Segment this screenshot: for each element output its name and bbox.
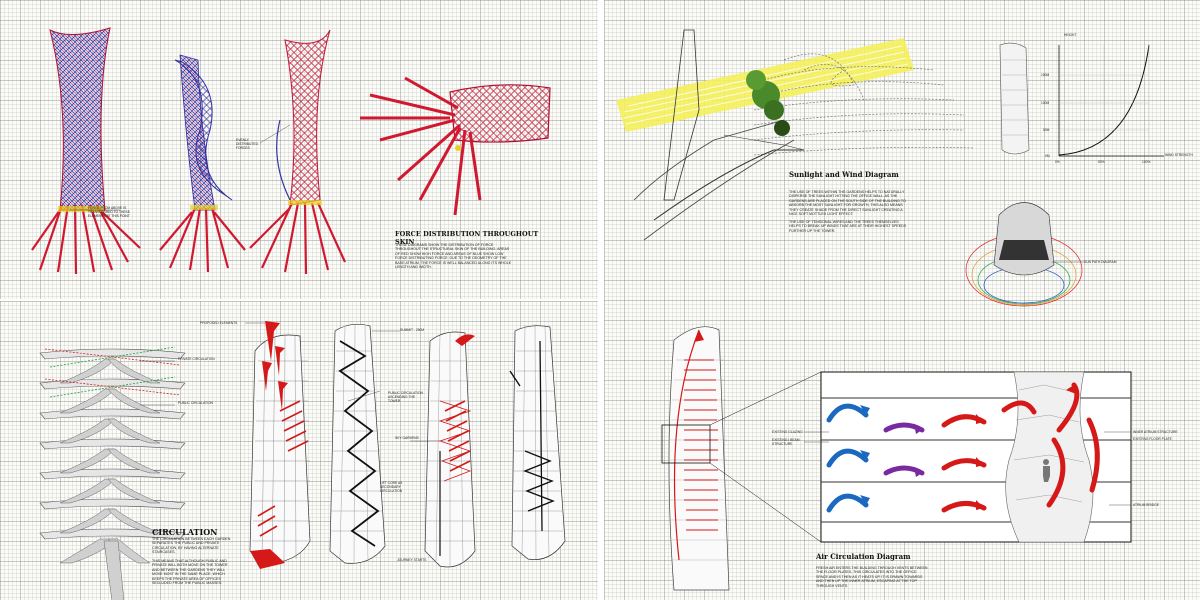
force-transfer-label: FORCE FROM ABOVE IS TRANSFERRED TO THESE… xyxy=(88,206,130,218)
circulation-description-1: THE CIRCULATION BETWEEN EACH GARDEN SEPA… xyxy=(152,537,231,555)
sky-gardens-label: SKY GARDENS xyxy=(395,436,419,440)
existing-beam-label: EXISTING I BEAM STRUCTURE xyxy=(772,438,800,446)
force-tower-1 xyxy=(31,27,141,275)
force-tower-2 xyxy=(159,54,246,273)
circulation-tower-c xyxy=(424,331,476,568)
x-tick-50: 50% xyxy=(1098,160,1105,164)
summit-label: SUMMIT - 250M xyxy=(400,328,425,332)
existing-glazing-label: EXISTING GLAZING xyxy=(772,430,803,434)
air-title: Air Circulation Diagram xyxy=(816,552,911,561)
airflow-tower xyxy=(661,326,822,591)
chart-x-axis-label: WIND STRENGTH xyxy=(1165,153,1193,157)
circulation-tower-d xyxy=(509,323,566,560)
force-top-view xyxy=(360,76,551,216)
environment-drawings xyxy=(616,29,1164,591)
inner-atrium-label: INNER ATRIUM STRUCTURE xyxy=(1133,430,1178,434)
lift-core-label: LIFT CORE AS SECONDARY CIRCULATION xyxy=(380,481,403,493)
air-circulation-section xyxy=(804,371,1132,543)
sunlight-title: Sunlight and Wind Diagram xyxy=(789,170,899,179)
tower-section xyxy=(633,29,805,241)
chart-y-axis-label: HEIGHT xyxy=(1064,33,1077,37)
y-tick-50: 50M xyxy=(1043,128,1050,132)
public-ascending-label: PUBLIC CIRCULATION ASCENDING THE TOWER xyxy=(388,391,423,403)
wind-strength-chart xyxy=(1058,44,1164,157)
x-tick-0: 0% xyxy=(1055,160,1060,164)
section-callout-box xyxy=(661,424,711,464)
proposed-elements-label: PROPOSED ELEMENTS xyxy=(200,321,238,325)
atrium-bridge-label: ATRIUM BRIDGE xyxy=(1133,503,1159,507)
circulation-tower-a xyxy=(245,321,311,569)
sunlight-description-2: THE USE OF TENSIONAL WIRES AND THE TREES… xyxy=(789,220,907,233)
circulation-title: CIRCULATION xyxy=(152,527,218,537)
private-circulation-label: PRIVATE CIRCULATION xyxy=(178,357,215,361)
force-title: FORCE DISTRIBUTION THROUGHOUT SKIN xyxy=(395,230,539,246)
board-divider xyxy=(598,0,604,600)
x-tick-100: 100% xyxy=(1142,160,1151,164)
sun-path xyxy=(965,202,1083,307)
circulation-board: PRIVATE CIRCULATION PUBLIC CIRCULATION P… xyxy=(0,301,598,600)
sun-path-label: SUN PATH DIAGRAM xyxy=(1084,260,1117,264)
sunlight-description-1: THE USE OF TREES WITHIN THE GARDENS HELP… xyxy=(789,190,906,217)
y-tick-100: 100M xyxy=(1041,101,1050,105)
public-circulation-label: PUBLIC CIRCULATION xyxy=(178,401,213,405)
force-tower-3 xyxy=(249,29,347,275)
y-tick-0: 0M xyxy=(1045,154,1050,158)
environment-board: HEIGHT WIND STRENGTH 150M 100M 50M 0M 0%… xyxy=(604,0,1200,600)
circulation-tower-b xyxy=(329,324,400,564)
person-figure xyxy=(1043,459,1050,482)
air-description: FRESH AIR ENTERS THE BUILDING THROUGH VE… xyxy=(816,566,928,588)
evenly-distributed-label: EVENLY DISTRIBUTED FORCES xyxy=(236,138,258,150)
circulation-description-2: THIS MEANS THAT ALTHOUGH PUBLIC AND PRIV… xyxy=(152,559,228,586)
floor-plate-label: EXISTING FLOOR PLATE xyxy=(1133,437,1172,441)
journey-starts-label: JOURNEY STARTS xyxy=(397,558,427,562)
force-description: THESE DIAGRAMS SHOW THE DISTRIBUTION OF … xyxy=(395,243,512,270)
force-distribution-board: FORCE FROM ABOVE IS TRANSFERRED TO THESE… xyxy=(0,0,598,299)
tree-small xyxy=(774,120,790,136)
y-tick-150: 150M xyxy=(1041,73,1050,77)
tower-elevation xyxy=(999,42,1030,155)
circulation-drawings xyxy=(39,321,566,600)
stacked-floor-section xyxy=(39,346,186,600)
force-diagram-drawings xyxy=(31,27,551,275)
